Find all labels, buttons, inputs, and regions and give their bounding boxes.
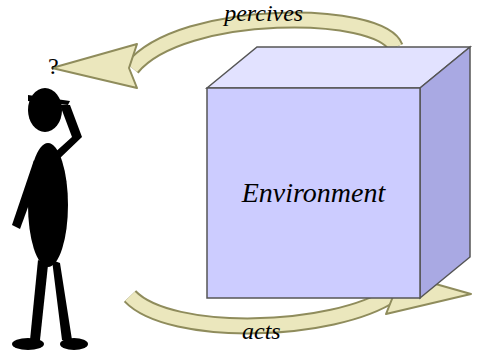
node-label: Environment (207, 88, 420, 298)
edge-label: percives (224, 0, 303, 27)
question-mark: ? (48, 53, 59, 80)
agent-node: ? (0, 65, 130, 354)
agent-figure (0, 65, 130, 354)
environment-cube (205, 45, 473, 300)
environment-box: Environment (205, 45, 473, 300)
edge-label: acts (242, 318, 281, 345)
